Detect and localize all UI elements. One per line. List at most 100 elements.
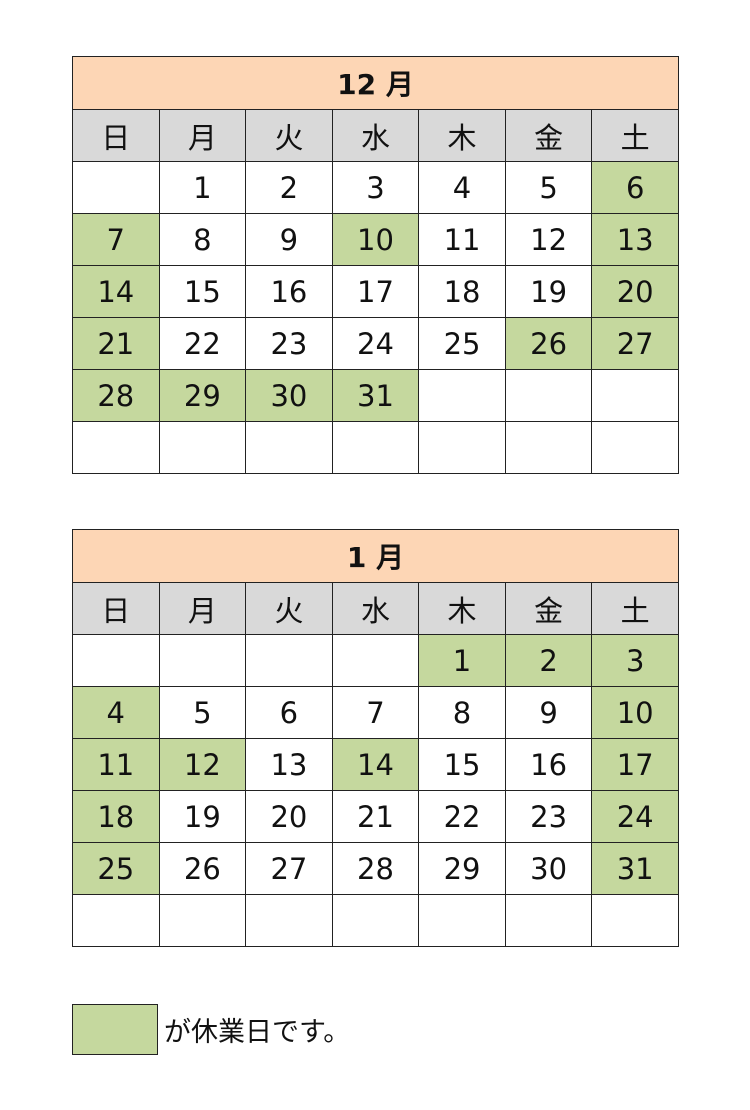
holiday-day-cell: 24: [591, 790, 679, 843]
empty-day-cell: [72, 161, 160, 214]
weekday-wednesday: 水: [331, 109, 420, 162]
empty-day-cell: [504, 369, 593, 422]
weekday-friday: 金: [504, 109, 593, 162]
empty-day-cell: [591, 421, 679, 474]
day-cell: 2: [245, 161, 333, 214]
day-cell: 18: [418, 265, 506, 318]
day-cell: 29: [418, 842, 506, 895]
holiday-day-cell: 14: [331, 738, 420, 791]
holiday-day-cell: 3: [591, 634, 679, 687]
week-row: [72, 894, 679, 947]
holiday-day-cell: 30: [245, 369, 333, 422]
empty-day-cell: [331, 894, 420, 947]
day-cell: 22: [418, 790, 506, 843]
weekday-friday: 金: [504, 582, 593, 635]
holiday-day-cell: 11: [72, 738, 160, 791]
holiday-day-cell: 28: [72, 369, 160, 422]
empty-day-cell: [72, 634, 160, 687]
day-cell: 22: [158, 317, 247, 370]
empty-day-cell: [504, 894, 593, 947]
holiday-day-cell: 31: [331, 369, 420, 422]
weekday-header-row: 日 月 火 水 木 金 土: [72, 109, 679, 162]
holiday-day-cell: 27: [591, 317, 679, 370]
weekday-saturday: 土: [591, 109, 679, 162]
day-cell: 17: [331, 265, 420, 318]
holiday-day-cell: 25: [72, 842, 160, 895]
empty-day-cell: [72, 421, 160, 474]
weekday-tuesday: 火: [245, 582, 333, 635]
day-cell: 30: [504, 842, 593, 895]
day-cell: 1: [158, 161, 247, 214]
day-cell: 4: [418, 161, 506, 214]
holiday-color-swatch: [72, 1004, 158, 1055]
holiday-day-cell: 4: [72, 686, 160, 739]
day-cell: 6: [245, 686, 333, 739]
month-title-january: 1 月: [72, 529, 679, 583]
empty-day-cell: [504, 421, 593, 474]
day-cell: 16: [245, 265, 333, 318]
day-cell: 3: [331, 161, 420, 214]
holiday-day-cell: 2: [504, 634, 593, 687]
empty-day-cell: [591, 894, 679, 947]
day-cell: 27: [245, 842, 333, 895]
day-cell: 13: [245, 738, 333, 791]
day-cell: 26: [158, 842, 247, 895]
day-cell: 8: [158, 213, 247, 266]
empty-day-cell: [72, 894, 160, 947]
weekday-tuesday: 火: [245, 109, 333, 162]
empty-day-cell: [418, 369, 506, 422]
day-cell: 21: [331, 790, 420, 843]
holiday-day-cell: 14: [72, 265, 160, 318]
weekday-thursday: 木: [418, 582, 506, 635]
day-cell: 9: [245, 213, 333, 266]
holiday-day-cell: 10: [591, 686, 679, 739]
holiday-day-cell: 31: [591, 842, 679, 895]
empty-day-cell: [331, 634, 420, 687]
holiday-day-cell: 13: [591, 213, 679, 266]
week-row: [72, 421, 679, 474]
empty-day-cell: [418, 894, 506, 947]
holiday-day-cell: 6: [591, 161, 679, 214]
legend: が休業日です。: [72, 1003, 350, 1056]
day-cell: 15: [418, 738, 506, 791]
day-cell: 7: [331, 686, 420, 739]
weekday-monday: 月: [158, 109, 247, 162]
holiday-day-cell: 26: [504, 317, 593, 370]
weekday-monday: 月: [158, 582, 247, 635]
day-cell: 8: [418, 686, 506, 739]
day-cell: 5: [504, 161, 593, 214]
empty-day-cell: [158, 634, 247, 687]
empty-day-cell: [245, 634, 333, 687]
day-cell: 23: [245, 317, 333, 370]
day-cell: 20: [245, 790, 333, 843]
day-cell: 19: [504, 265, 593, 318]
holiday-day-cell: 29: [158, 369, 247, 422]
weekday-saturday: 土: [591, 582, 679, 635]
empty-day-cell: [331, 421, 420, 474]
day-cell: 24: [331, 317, 420, 370]
holiday-day-cell: 7: [72, 213, 160, 266]
holiday-day-cell: 17: [591, 738, 679, 791]
weekday-wednesday: 水: [331, 582, 420, 635]
month-title-december: 12 月: [72, 56, 679, 110]
day-cell: 28: [331, 842, 420, 895]
holiday-day-cell: 12: [158, 738, 247, 791]
holiday-day-cell: 20: [591, 265, 679, 318]
holiday-day-cell: 10: [331, 213, 420, 266]
empty-day-cell: [158, 421, 247, 474]
day-cell: 9: [504, 686, 593, 739]
day-cell: 5: [158, 686, 247, 739]
